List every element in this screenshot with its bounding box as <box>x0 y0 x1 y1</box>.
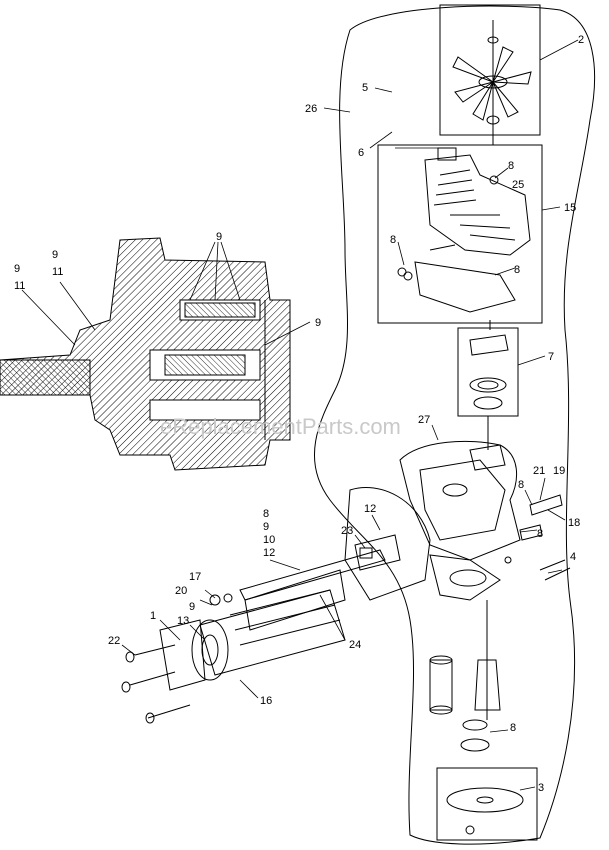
left-shaft-assembly <box>121 486 431 724</box>
leader-lines <box>21 39 579 791</box>
right-fittings <box>504 494 571 581</box>
callout-20: 20 <box>175 585 187 597</box>
callout-6: 6 <box>358 147 364 159</box>
callout-15: 15 <box>564 202 576 214</box>
callout-8e: 8 <box>537 528 543 540</box>
callout-8d: 8 <box>518 479 524 491</box>
callout-26: 26 <box>305 103 317 115</box>
callout-17: 17 <box>189 571 201 583</box>
callout-5: 5 <box>362 82 368 94</box>
callout-9d: 9 <box>315 317 321 329</box>
main-housing <box>399 440 521 601</box>
callout-3: 3 <box>538 782 544 794</box>
callout-2: 2 <box>578 34 584 46</box>
callout-19: 19 <box>553 465 565 477</box>
callout-9a: 9 <box>216 231 222 243</box>
outline-26 <box>314 5 595 845</box>
callout-11a: 11 <box>52 266 63 278</box>
callout-24: 24 <box>349 639 361 651</box>
cutaway-section <box>0 237 291 471</box>
callout-23: 23 <box>341 525 353 537</box>
callout-13: 13 <box>177 615 189 627</box>
callout-12a: 12 <box>263 547 275 559</box>
callout-9e: 9 <box>263 521 269 533</box>
callout-4: 4 <box>570 551 576 563</box>
callout-27: 27 <box>418 414 430 426</box>
callout-16: 16 <box>260 695 272 707</box>
callout-22: 22 <box>108 635 120 647</box>
callout-11b: 11 <box>14 280 25 292</box>
callout-labels: 2 5 26 6 8 25 15 8 8 7 9 9 11 9 11 9 27 … <box>14 34 584 794</box>
callout-8g: 8 <box>510 722 516 734</box>
callout-25: 25 <box>512 179 524 191</box>
callout-21: 21 <box>533 465 545 477</box>
callout-9b: 9 <box>52 249 58 261</box>
callout-8f: 8 <box>263 508 269 520</box>
housing-box <box>377 144 543 324</box>
callout-10: 10 <box>263 534 275 546</box>
callout-1: 1 <box>150 610 156 622</box>
callout-8a: 8 <box>508 160 514 172</box>
lower-shaft <box>429 600 538 841</box>
callout-9f: 9 <box>189 601 195 613</box>
callout-9c: 9 <box>14 263 20 275</box>
callout-18: 18 <box>568 517 580 529</box>
bearing-box <box>457 327 519 417</box>
callout-8c: 8 <box>514 264 520 276</box>
callout-7: 7 <box>548 351 554 363</box>
watermark: eReplacementParts.com <box>160 414 401 439</box>
callout-8b: 8 <box>390 234 396 246</box>
fan-assembly <box>439 4 541 136</box>
callout-12b: 12 <box>364 503 376 515</box>
